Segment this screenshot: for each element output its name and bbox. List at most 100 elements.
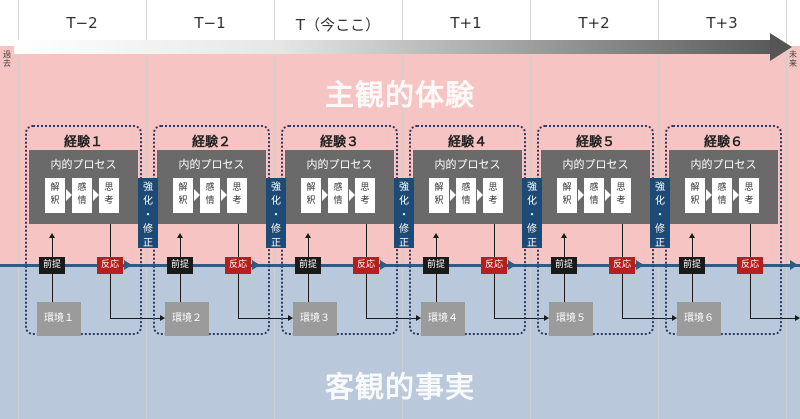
env-to-premise-line: [52, 274, 53, 302]
reinforce-char: 正: [399, 238, 409, 249]
step-char: 感: [589, 183, 599, 193]
step-char: 思: [616, 183, 626, 193]
step-char: 釈: [178, 196, 188, 206]
inner-process-title: 内的プロセス: [50, 158, 117, 171]
arrow-right-icon: [795, 315, 800, 321]
reinforce-char: 正: [143, 238, 153, 249]
experience-title-2: 経験２: [191, 135, 231, 150]
reinforce-char: 化: [143, 196, 153, 207]
subjective-title: 主観的体験: [324, 78, 475, 112]
reinforce-char: 強: [143, 182, 153, 193]
reinforce-char: 強: [527, 182, 537, 193]
reaction-down-line: [494, 224, 495, 257]
experience-title-6: 経験６: [703, 135, 743, 150]
step-char: 解: [434, 183, 444, 193]
environment-box-3: 環境３: [293, 302, 337, 336]
env-to-premise-line: [308, 274, 309, 302]
premise-up-line: [436, 238, 437, 257]
step-char: 感: [205, 183, 215, 193]
period-label-4: T+1: [450, 14, 482, 32]
period-label-5: T+2: [578, 14, 610, 32]
premise-up-line: [180, 238, 181, 257]
step-char: 考: [232, 196, 242, 206]
reinforce-char: ・: [143, 210, 153, 221]
premise-up-line: [308, 238, 309, 257]
step-3: 思考: [99, 178, 119, 213]
arrow-right-icon: [544, 315, 549, 321]
arrow-right-icon: [416, 315, 421, 321]
step-3: 思考: [739, 178, 759, 213]
step-1: 解釈: [173, 178, 193, 213]
step-char: 情: [333, 196, 343, 206]
experience-title-5: 経験５: [575, 135, 615, 150]
arrow-up-icon: [177, 233, 183, 238]
step-char: 情: [589, 196, 599, 206]
step-char: 釈: [306, 196, 316, 206]
arrow-up-icon: [433, 233, 439, 238]
env-to-premise-line: [692, 274, 693, 302]
premise-up-line: [52, 238, 53, 257]
reinforce-char: ・: [527, 210, 537, 221]
experience-title-1: 経験１: [63, 135, 103, 150]
experience-title-3: 経験３: [319, 135, 359, 150]
inner-process-title: 内的プロセス: [178, 158, 245, 171]
step-char: 解: [50, 183, 60, 193]
step-3: 思考: [355, 178, 375, 213]
timeline-axis-line: [0, 264, 800, 267]
step-2: 感情: [712, 178, 732, 213]
reinforce-box-2: 強化・修正: [266, 178, 286, 249]
step-1: 解釈: [45, 178, 65, 213]
step-char: 釈: [50, 196, 60, 206]
reinforce-char: 強: [655, 182, 665, 193]
inner-process-title: 内的プロセス: [690, 158, 757, 171]
inner-process-title: 内的プロセス: [434, 158, 501, 171]
chevron-right-icon: [66, 189, 72, 201]
premise-up-line: [564, 238, 565, 257]
column-divider: [18, 0, 19, 419]
step-char: 情: [717, 196, 727, 206]
arrow-right-icon: [124, 260, 132, 270]
reinforce-char: 化: [271, 196, 281, 207]
step-2: 感情: [584, 178, 604, 213]
step-3: 思考: [611, 178, 631, 213]
reinforce-char: 化: [399, 196, 409, 207]
step-1: 解釈: [557, 178, 577, 213]
chevron-right-icon: [194, 189, 200, 201]
period-label-3: T（今ここ）: [295, 16, 381, 34]
step-char: 考: [616, 196, 626, 206]
reaction-box: 反応: [609, 257, 635, 274]
reaction-box: 反応: [737, 257, 763, 274]
arrow-up-icon: [689, 233, 695, 238]
reinforce-char: 強: [399, 182, 409, 193]
premise-box: 前提: [39, 257, 65, 274]
reaction-down-line: [622, 224, 623, 257]
step-2: 感情: [200, 178, 220, 213]
reinforce-char: 修: [655, 224, 665, 235]
step-char: 感: [77, 183, 87, 193]
step-char: 思: [360, 183, 370, 193]
step-1: 解釈: [301, 178, 321, 213]
step-3: 思考: [483, 178, 503, 213]
step-2: 感情: [328, 178, 348, 213]
premise-box: 前提: [679, 257, 705, 274]
chevron-right-icon: [221, 189, 227, 201]
env-to-premise-line: [564, 274, 565, 302]
reinforce-box-3: 強化・修正: [394, 178, 414, 249]
reaction-box: 反応: [353, 257, 379, 274]
reinforce-char: ・: [655, 210, 665, 221]
arrow-up-icon: [305, 233, 311, 238]
arrow-right-icon: [380, 260, 388, 270]
arrow-right-icon: [508, 260, 516, 270]
reaction-box: 反応: [481, 257, 507, 274]
chevron-right-icon: [93, 189, 99, 201]
step-char: 思: [104, 183, 114, 193]
period-label-2: T−1: [194, 14, 226, 32]
reinforce-char: 化: [655, 196, 665, 207]
reaction-to-bottom-line: [622, 274, 623, 318]
reinforce-char: ・: [399, 210, 409, 221]
reaction-down-line: [238, 224, 239, 257]
reaction-to-bottom-line: [494, 274, 495, 318]
step-char: 釈: [690, 196, 700, 206]
env-to-premise-line: [180, 274, 181, 302]
premise-box: 前提: [167, 257, 193, 274]
